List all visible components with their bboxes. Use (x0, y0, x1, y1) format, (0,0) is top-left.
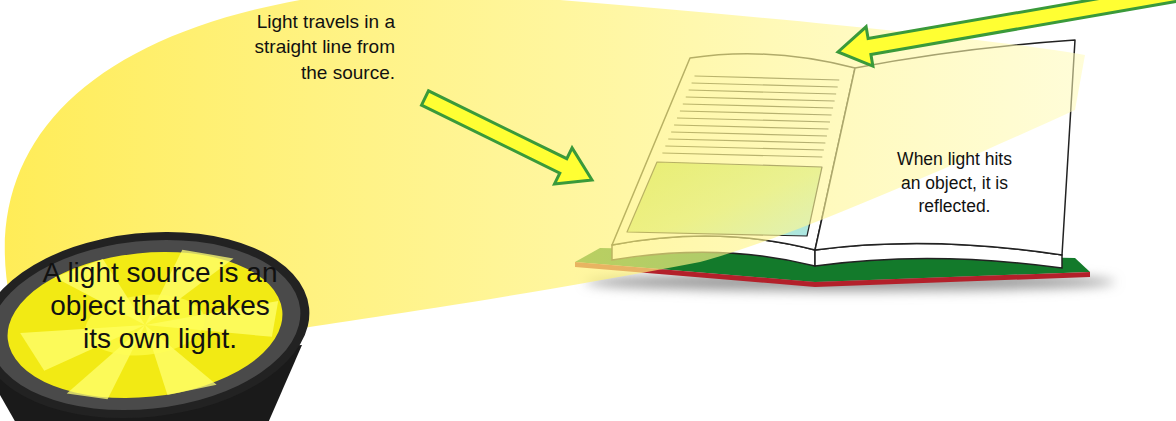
text-line (662, 153, 822, 157)
torch-rim-inner (0, 225, 309, 421)
text-line (677, 118, 830, 122)
annotation-label: Light travels in a straight line from th… (239, 9, 395, 85)
torch-lens (0, 239, 290, 411)
book-page (612, 54, 855, 250)
text-line (674, 125, 828, 129)
book-text: When light hits an object, it is reflect… (892, 148, 1017, 219)
book-cover-edge (575, 262, 1090, 287)
text-line (668, 139, 825, 143)
torch-rim (0, 216, 319, 421)
book-page (815, 40, 1075, 255)
light-ray-arrow (422, 91, 593, 184)
text-line (686, 97, 835, 101)
text-line (692, 83, 838, 87)
text-line (680, 111, 832, 115)
text-line (694, 76, 839, 80)
text-line (683, 104, 833, 108)
page-picture (627, 162, 822, 236)
torch-head (0, 216, 319, 421)
light-source: A light source is an object that makes i… (0, 220, 320, 421)
text-line (689, 90, 837, 94)
book-object-shape (560, 30, 1100, 295)
source-text: A light source is an object that makes i… (37, 257, 283, 355)
text-line (665, 146, 824, 150)
book-object: When light hits an object, it is reflect… (560, 30, 1100, 295)
text-line (671, 132, 827, 136)
